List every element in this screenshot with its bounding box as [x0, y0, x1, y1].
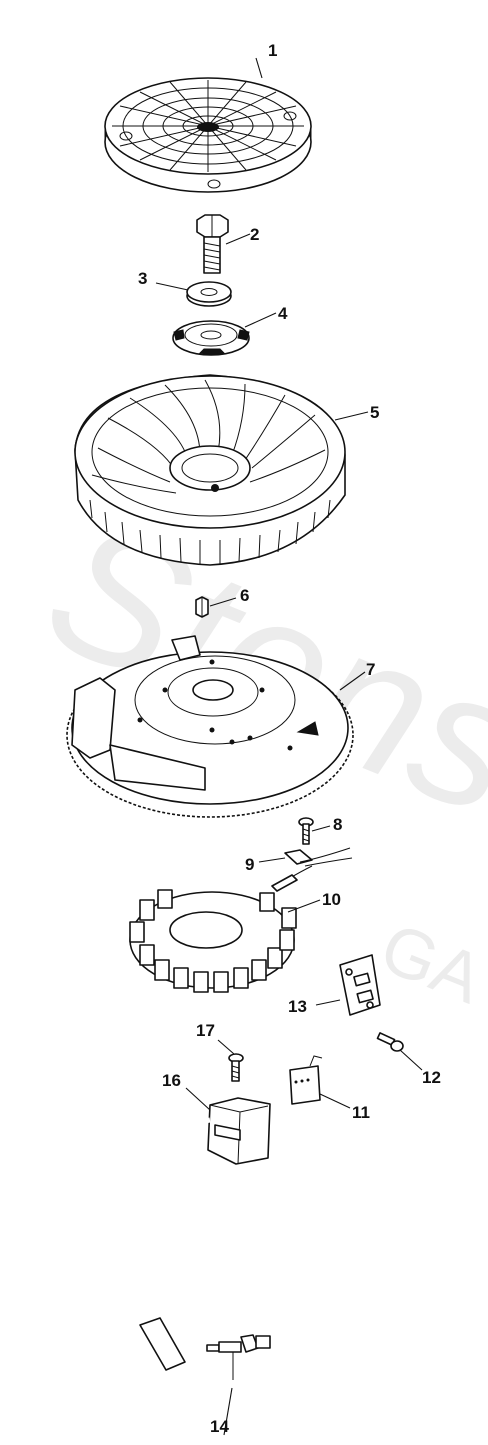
- callout-17: 17: [196, 1021, 215, 1040]
- watermark-subtext: GA: [370, 908, 488, 1018]
- callout-3: 3: [138, 269, 147, 288]
- part-1-flywheel-screen[interactable]: [104, 77, 312, 193]
- part-16-ignition-coil[interactable]: [122, 1097, 271, 1371]
- part-9-wire-clamp[interactable]: [271, 847, 353, 892]
- part-11-module[interactable]: [289, 1055, 323, 1105]
- callout-7: 7: [366, 660, 375, 679]
- part-8-screw[interactable]: [298, 817, 314, 845]
- callout-1: 1: [268, 41, 277, 60]
- part-7-flywheel[interactable]: [66, 635, 354, 818]
- callout-10: 10: [322, 890, 341, 909]
- callout-6: 6: [240, 586, 249, 605]
- part-2-bolt[interactable]: [196, 214, 229, 274]
- part-14-spark-plug[interactable]: [206, 1334, 271, 1380]
- callout-14: 14: [210, 1417, 229, 1436]
- callout-2: 2: [250, 225, 259, 244]
- part-5-flywheel-fan[interactable]: [74, 374, 346, 566]
- part-3-washer[interactable]: [186, 281, 232, 307]
- part-13-regulator[interactable]: [339, 954, 381, 1016]
- callout-11: 11: [352, 1103, 370, 1122]
- callout-labels: 1 2 3 4 5 6 7 8 9 10 13 12 11 17 16 14: [138, 41, 441, 1436]
- callout-5: 5: [370, 403, 379, 422]
- part-6-key[interactable]: [195, 596, 209, 618]
- callout-13: 13: [288, 997, 307, 1016]
- leader-lines: [155, 57, 423, 1436]
- callout-12: 12: [422, 1068, 441, 1087]
- part-4-flywheel-cup[interactable]: [172, 320, 250, 356]
- part-10-stator[interactable]: [129, 889, 297, 993]
- callout-4: 4: [278, 304, 288, 323]
- callout-16: 16: [162, 1071, 181, 1090]
- part-12-screw[interactable]: [376, 1032, 404, 1052]
- callout-8: 8: [333, 815, 342, 834]
- callout-9: 9: [245, 855, 254, 874]
- part-17-screw[interactable]: [228, 1053, 244, 1082]
